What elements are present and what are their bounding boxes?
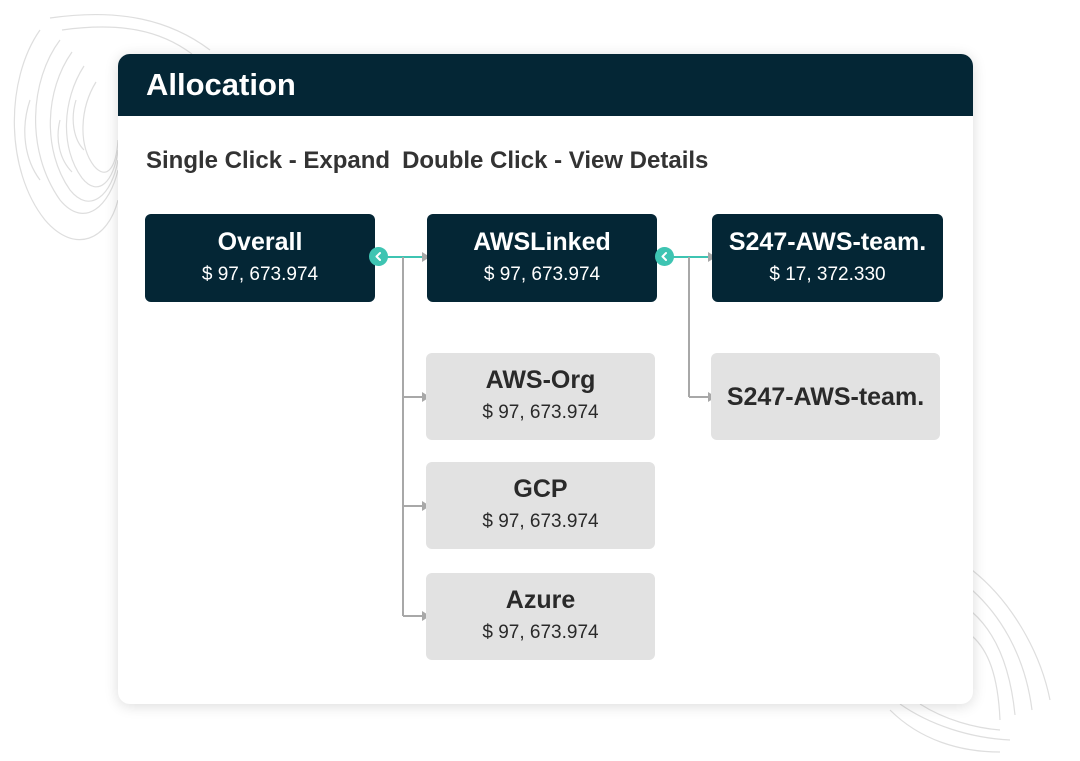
node-s247-aws-team-1[interactable]: S247-AWS-team. $ 17, 372.330 — [712, 214, 943, 302]
node-amount: $ 17, 372.330 — [769, 264, 886, 285]
node-azure[interactable]: Azure $ 97, 673.974 — [426, 573, 655, 660]
chevron-left-icon — [661, 252, 667, 261]
node-name: AWS-Org — [485, 366, 596, 394]
collapse-toggle-overall[interactable] — [369, 247, 388, 266]
node-name: S247-AWS-team. — [728, 228, 927, 256]
node-amount: $ 97, 673.974 — [482, 511, 599, 532]
node-aws-org[interactable]: AWS-Org $ 97, 673.974 — [426, 353, 655, 440]
node-s247-aws-team-2[interactable]: S247-AWS-team. — [711, 353, 940, 440]
node-awslinked[interactable]: AWSLinked $ 97, 673.974 — [427, 214, 657, 302]
allocation-panel: Allocation Single Click - Expand Double C… — [118, 54, 973, 704]
root-connector-lines — [386, 252, 430, 621]
node-gcp[interactable]: GCP $ 97, 673.974 — [426, 462, 655, 549]
node-name: GCP — [513, 475, 568, 503]
chevron-left-icon — [375, 252, 381, 261]
panel-title: Allocation — [146, 67, 296, 102]
single-click-instruction: Single Click - Expand — [146, 147, 391, 174]
node-name: AWSLinked — [473, 228, 611, 256]
node-name: S247-AWS-team. — [726, 383, 925, 411]
double-click-instruction: Double Click - View Details — [402, 147, 709, 174]
node-amount: $ 97, 673.974 — [483, 264, 601, 285]
tree-connectors — [386, 252, 716, 621]
node-overall[interactable]: Overall $ 97, 673.974 — [145, 214, 375, 302]
node-name: Azure — [505, 586, 576, 614]
node-amount: $ 97, 673.974 — [201, 264, 319, 285]
panel-header: Allocation — [118, 54, 973, 116]
instructions-text: Single Click - Expand Double Click - View… — [146, 146, 708, 176]
node-amount: $ 97, 673.974 — [482, 402, 599, 423]
awslinked-connector-lines — [671, 252, 716, 402]
node-name: Overall — [217, 228, 303, 256]
node-amount: $ 97, 673.974 — [482, 622, 599, 643]
collapse-toggle-awslinked[interactable] — [655, 247, 674, 266]
